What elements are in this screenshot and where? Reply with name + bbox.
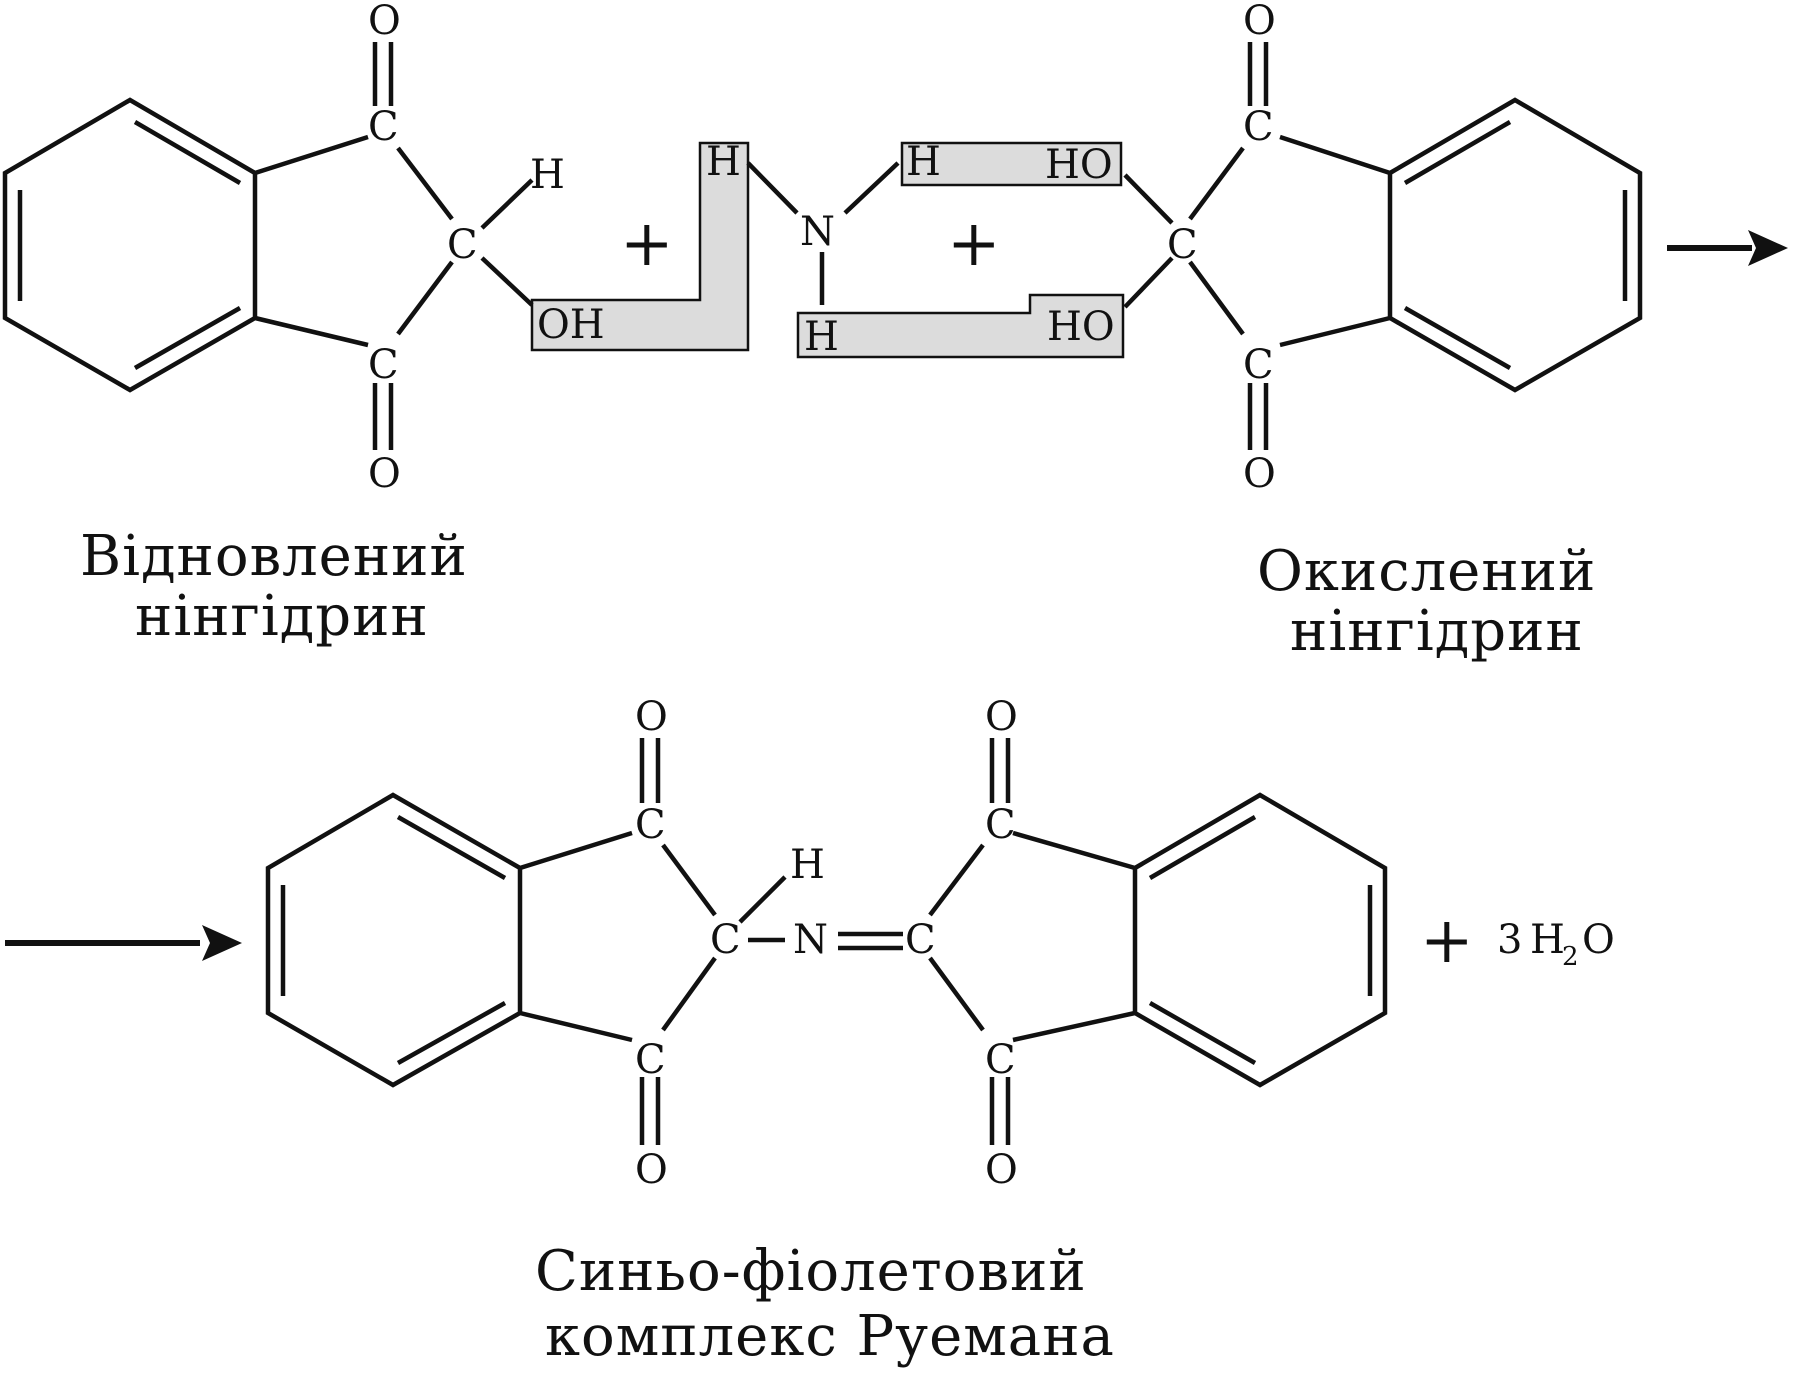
atom-o: O: [1243, 0, 1276, 44]
water-o: O: [1582, 917, 1615, 963]
caption-oxidized-ninhydrin: Окислений: [1257, 539, 1596, 604]
caption-ruhemann-complex: комплекс Руемана: [545, 1304, 1115, 1369]
water-formula: 3 H 2 O: [1497, 917, 1615, 972]
highlight-h-ho-bottom: [796, 293, 1125, 359]
atom-o: O: [368, 0, 401, 44]
highlight-h-ho-top: [900, 141, 1123, 187]
benzene-ring: [1387, 97, 1643, 393]
atom-o: O: [985, 694, 1018, 740]
atom-ho: HO: [1047, 304, 1115, 350]
atom-o: O: [368, 451, 401, 497]
atom-o: O: [1243, 451, 1276, 497]
ruhemann-complex: O C H C N C C O O C C O: [265, 694, 1388, 1193]
benzene-ring: [265, 792, 523, 1088]
atom-h: H: [906, 139, 941, 185]
caption-reduced-ninhydrin: нінгідрин: [135, 584, 429, 649]
atom-c: C: [368, 342, 399, 388]
atom-c: C: [985, 802, 1016, 848]
atom-c: C: [368, 104, 399, 150]
oxidized-ninhydrin: O C HO C HO C O: [1045, 0, 1643, 497]
reaction-arrow: [1667, 230, 1788, 266]
atom-h: H: [790, 842, 825, 888]
reaction-arrow: [5, 925, 242, 961]
atom-c: C: [635, 802, 666, 848]
atom-c: C: [635, 1037, 666, 1083]
atom-o: O: [635, 694, 668, 740]
amino-group: H N H H: [706, 139, 941, 360]
atom-n: N: [793, 917, 828, 963]
water-coefficient: 3: [1497, 917, 1522, 963]
water-subscript: 2: [1562, 942, 1579, 972]
atom-c: C: [1243, 104, 1274, 150]
atom-c: C: [1243, 342, 1274, 388]
caption-ruhemann-complex: Синьо-фіолетовий: [535, 1239, 1087, 1304]
atom-c: C: [905, 917, 936, 963]
atom-o: O: [985, 1147, 1018, 1193]
atom-o: O: [635, 1147, 668, 1193]
atom-n: N: [800, 209, 835, 255]
atom-oh: OH: [537, 302, 605, 348]
water-h: H: [1530, 917, 1565, 963]
reduced-ninhydrin: O C C H OH C O: [2, 0, 605, 497]
atom-c: C: [447, 222, 478, 268]
atom-h: H: [706, 139, 741, 185]
atom-c: C: [710, 917, 741, 963]
atom-ho: HO: [1045, 142, 1113, 188]
benzene-ring: [2, 97, 258, 393]
benzene-ring: [1132, 792, 1388, 1088]
atom-h: H: [530, 152, 565, 198]
plus-sign: +: [947, 207, 1001, 281]
atom-h: H: [804, 314, 839, 360]
atom-c: C: [1167, 222, 1198, 268]
plus-sign: +: [1420, 904, 1474, 978]
plus-sign: +: [620, 207, 674, 281]
atom-c: C: [985, 1037, 1016, 1083]
caption-reduced-ninhydrin: Відновлений: [80, 524, 468, 589]
caption-oxidized-ninhydrin: нінгідрин: [1290, 599, 1584, 664]
highlight-oh-h: [530, 141, 750, 352]
